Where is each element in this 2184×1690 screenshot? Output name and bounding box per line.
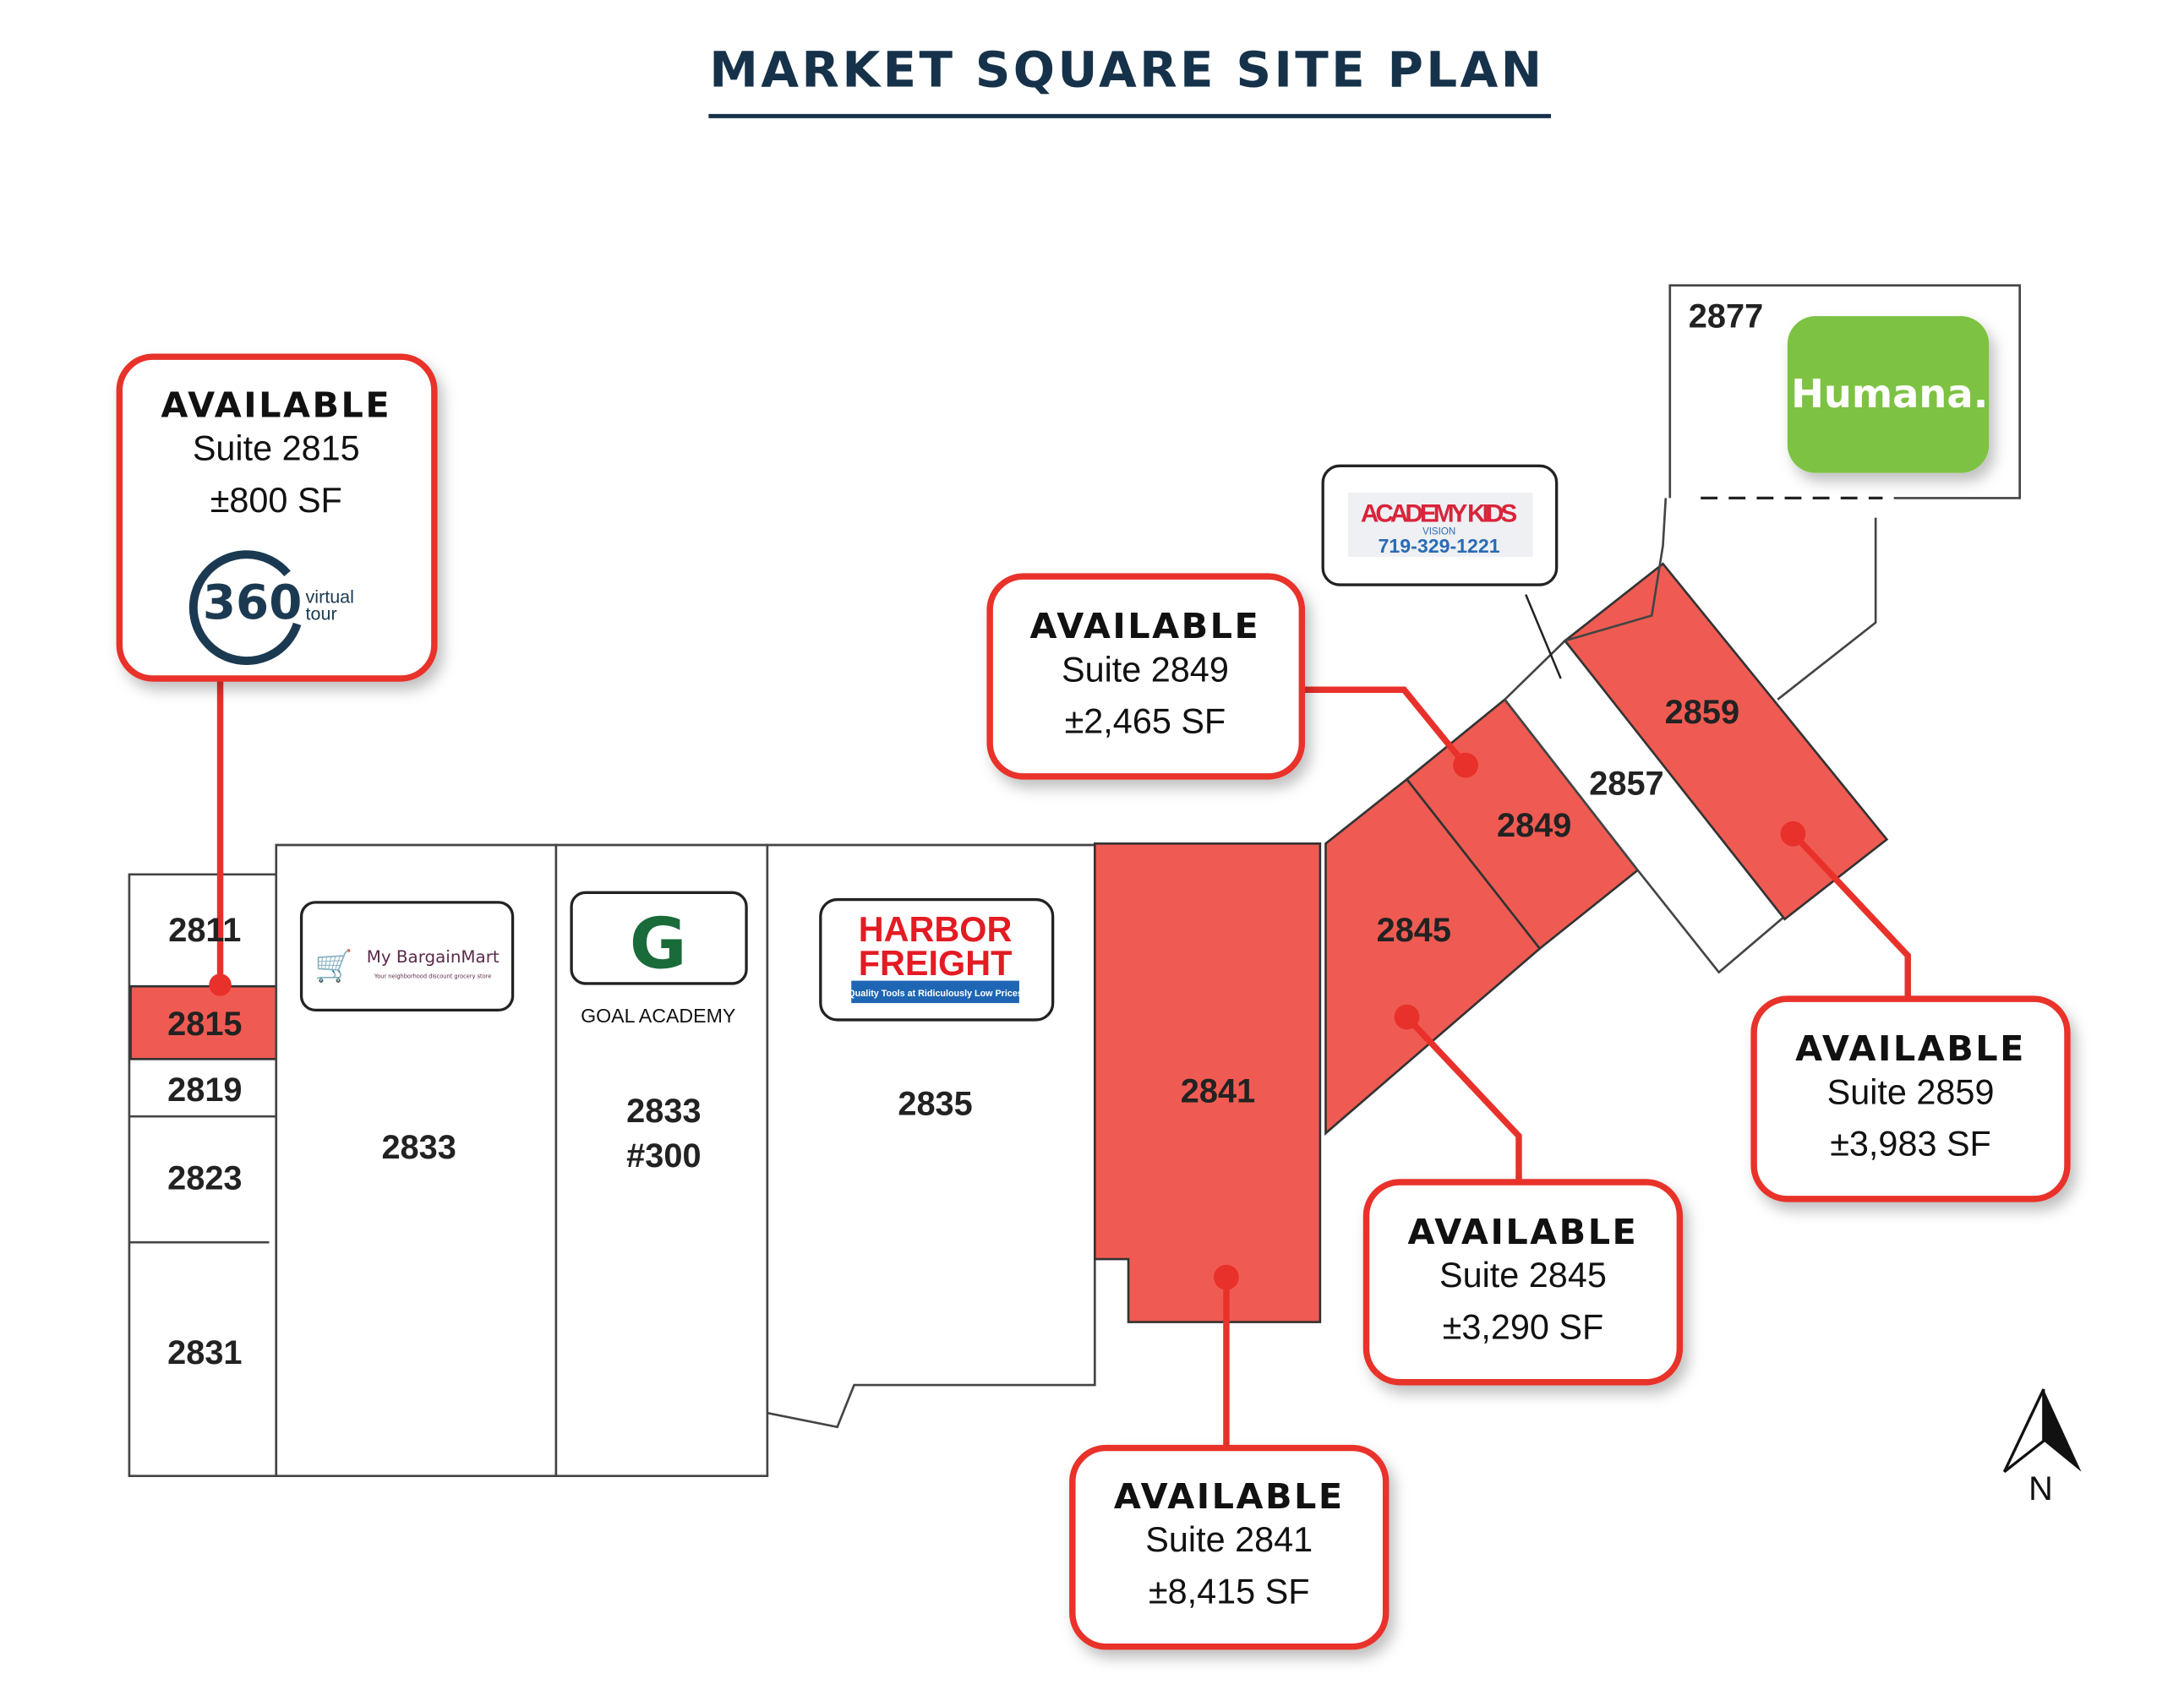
leader-2849 bbox=[1302, 686, 1468, 767]
callout-size: ±2,465 SF bbox=[1065, 702, 1226, 741]
north-arrow-icon: N bbox=[2002, 1388, 2082, 1507]
unit-label-2859: 2859 bbox=[1665, 694, 1739, 731]
callout-2859[interactable]: AVAILABLE Suite 2859 ±3,983 SF bbox=[1750, 995, 2071, 1202]
callout-status: AVAILABLE bbox=[161, 384, 391, 425]
page-title: MARKET SQUARE SITE PLAN bbox=[709, 41, 1544, 99]
unit-2857-area[interactable] bbox=[1503, 639, 1787, 974]
academy-kids-sub: VISION bbox=[1422, 526, 1455, 537]
logo-harbor-freight: HARBOR FREIGHT Quality Tools at Ridiculo… bbox=[819, 897, 1055, 1022]
svg-text:tour: tour bbox=[306, 603, 337, 624]
leader-dot-2859 bbox=[1780, 820, 1806, 847]
callout-suite: Suite 2859 bbox=[1827, 1072, 1995, 1111]
logo-academy-kids: ACADEMY KIDS VISION 719-329-1221 bbox=[1321, 464, 1559, 586]
leader-dot-2849 bbox=[1453, 752, 1478, 778]
leader-2859 bbox=[1790, 831, 1911, 1000]
unit-label-2819: 2819 bbox=[167, 1071, 242, 1109]
callout-suite: Suite 2849 bbox=[1062, 650, 1229, 689]
cart-icon: 🛒 bbox=[314, 948, 352, 984]
academy-kids-phone: 719-329-1221 bbox=[1378, 535, 1499, 557]
unit-label-2833: 2833 bbox=[381, 1129, 456, 1166]
harbor-line2: FREIGHT bbox=[859, 944, 1013, 983]
unit-2815-area[interactable] bbox=[129, 984, 278, 1060]
unit-label-2849: 2849 bbox=[1497, 807, 1571, 844]
unit-label-2835: 2835 bbox=[898, 1086, 972, 1123]
callout-2841[interactable]: AVAILABLE Suite 2841 ±8,415 SF bbox=[1069, 1444, 1390, 1650]
callout-size: ±3,290 SF bbox=[1443, 1307, 1604, 1346]
svg-text:360: 360 bbox=[203, 575, 302, 630]
callout-size: ±8,415 SF bbox=[1149, 1572, 1310, 1611]
unit-label-2815: 2815 bbox=[167, 1006, 242, 1043]
unit-label-2811: 2811 bbox=[168, 912, 241, 949]
virtual-tour-360-icon[interactable]: 360 virtual tour bbox=[188, 550, 354, 665]
callout-leaders bbox=[209, 678, 1911, 1448]
unit-label-2877: 2877 bbox=[1689, 297, 1763, 335]
callout-2849[interactable]: AVAILABLE Suite 2849 ±2,465 SF bbox=[986, 573, 1306, 780]
harbor-line1: HARBOR bbox=[859, 910, 1013, 949]
unit-labels: 2811 2815 2819 2823 2831 2833 2833 #300 … bbox=[167, 297, 1763, 1371]
svg-text:virtual: virtual bbox=[306, 587, 354, 608]
callout-suite: Suite 2841 bbox=[1145, 1520, 1313, 1559]
callout-2815[interactable]: AVAILABLE Suite 2815 ±800 SF 360 virtual… bbox=[116, 353, 438, 682]
logo-bargainmart: 🛒 My BargainMart Your neighborhood disco… bbox=[299, 901, 515, 1012]
humana-name: Humana. bbox=[1791, 371, 1988, 417]
harbor-tagline: Quality Tools at Ridiculously Low Prices bbox=[848, 989, 1023, 999]
callout-status: AVAILABLE bbox=[1114, 1476, 1345, 1517]
unit-label-2833-300-b: #300 bbox=[626, 1137, 701, 1175]
unit-label-2833-300-a: 2833 bbox=[626, 1093, 701, 1130]
unit-label-2831: 2831 bbox=[167, 1334, 242, 1371]
unit-2841-area[interactable] bbox=[1093, 842, 1322, 1323]
north-label: N bbox=[2028, 1470, 2053, 1507]
callout-status: AVAILABLE bbox=[1795, 1028, 2026, 1069]
building-outlines bbox=[128, 284, 2022, 1478]
leader-dot-2845 bbox=[1394, 1004, 1420, 1030]
logo-goal-academy: G GOAL ACADEMY bbox=[570, 891, 748, 1027]
bargainmart-tagline: Your neighborhood discount grocery store bbox=[374, 973, 491, 979]
leader-dot-2815 bbox=[209, 973, 232, 996]
unit-label-2823: 2823 bbox=[167, 1159, 242, 1197]
leader-2845 bbox=[1404, 1015, 1522, 1183]
callout-status: AVAILABLE bbox=[1408, 1212, 1639, 1252]
unit-2859-area[interactable] bbox=[1563, 562, 1889, 921]
callout-2845[interactable]: AVAILABLE Suite 2845 ±3,290 SF bbox=[1362, 1179, 1684, 1386]
unit-label-2841: 2841 bbox=[1181, 1073, 1255, 1110]
callout-size: ±3,983 SF bbox=[1830, 1125, 1991, 1164]
unit-2833-300-area[interactable] bbox=[554, 843, 769, 1478]
callout-suite: Suite 2845 bbox=[1439, 1256, 1607, 1295]
leader-dot-2841 bbox=[1214, 1264, 1239, 1290]
goal-academy-name: GOAL ACADEMY bbox=[581, 1005, 735, 1027]
goal-g-icon: G bbox=[630, 903, 687, 985]
academy-kids-name: ACADEMY KIDS bbox=[1361, 500, 1517, 528]
unit-label-2857: 2857 bbox=[1589, 765, 1663, 802]
unit-label-2845: 2845 bbox=[1377, 912, 1451, 949]
callout-status: AVAILABLE bbox=[1030, 606, 1261, 646]
callout-suite: Suite 2815 bbox=[193, 429, 360, 468]
callout-size: ±800 SF bbox=[210, 481, 342, 520]
bargainmart-name: My BargainMart bbox=[367, 947, 500, 967]
logo-humana: Humana. bbox=[1787, 316, 1990, 473]
